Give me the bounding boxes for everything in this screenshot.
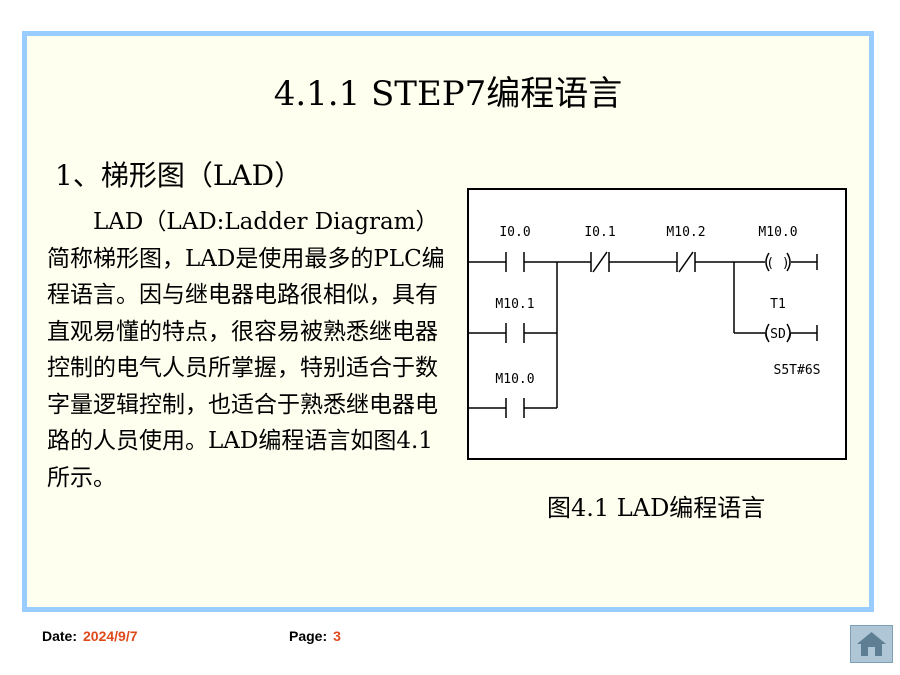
contact-label-m10-1: M10.1 [495,297,534,312]
coil-symbol-t1: (SD) [762,327,793,342]
contact-label-m10-2: M10.2 [666,225,705,240]
date-value: 2024/9/7 [83,628,138,644]
slide-frame: 4.1.1 STEP7编程语言 1、梯形图（LAD） LAD（LAD:Ladde… [22,31,874,612]
footer-page: Page: 3 [289,628,341,644]
body-paragraph: LAD（LAD:Ladder Diagram）简称梯形图，LAD是使用最多的PL… [47,209,445,491]
page-label: Page: [289,628,328,644]
contact-label-i0-1: I0.1 [584,225,615,240]
ladder-diagram-svg: I0.0 I0.1 M10.2 M10.1 M10.0 M10.0 ( ) T1… [469,225,821,418]
coil-symbol-m10-0: ( ) [766,256,789,271]
figure-caption: 图4.1 LAD编程语言 [547,494,766,522]
ladder-diagram: I0.0 I0.1 M10.2 M10.1 M10.0 M10.0 ( ) T1… [467,188,847,460]
coil-label-m10-0: M10.0 [758,225,797,240]
contact-label-i0-0: I0.0 [499,225,530,240]
timer-preset-label: S5T#6S [774,363,821,378]
section-heading: 1、梯形图（LAD） [55,159,303,192]
home-button[interactable] [850,625,893,663]
contact-label-m10-0: M10.0 [495,372,534,387]
page-number: 3 [333,628,341,644]
home-icon [857,632,886,656]
footer-date: Date: 2024/9/7 [42,628,138,644]
coil-label-t1: T1 [770,297,786,312]
slide-title: 4.1.1 STEP7编程语言 [273,74,623,114]
date-label: Date: [42,628,78,644]
